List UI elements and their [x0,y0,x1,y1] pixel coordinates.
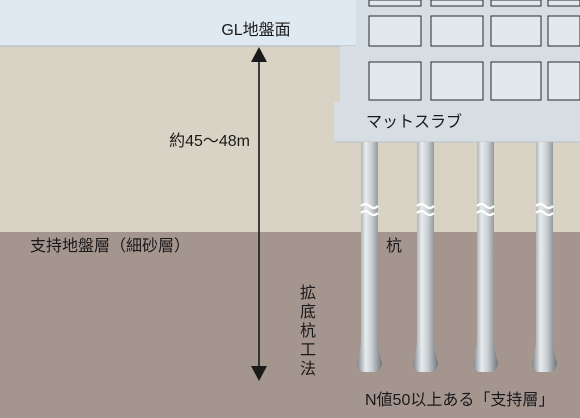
pile-4 [532,142,557,372]
depth-arrow [251,47,267,381]
bearing-ground-label: 支持地盤層（細砂層） [30,237,190,255]
method-char: 拡 [300,284,316,302]
pile-label: 杭 [386,237,402,255]
bearing-layer-note: N値50以上ある「支持層」 [365,391,554,409]
method-char: 底 [300,303,316,321]
method-char: 法 [300,360,316,378]
method-label-vertical: 拡 底 杭 工 法 [300,284,316,378]
method-char: 工 [300,342,316,359]
building [340,0,580,102]
depth-label: 約45〜48m [169,132,250,150]
pile-1 [357,142,382,372]
mat-slab-label: マットスラブ [366,112,462,131]
ground-level-label: GL地盤面 [221,21,290,39]
mat-slab [334,102,580,142]
pile-3 [473,142,498,372]
pile-2 [413,142,438,372]
method-char: 杭 [300,322,316,340]
